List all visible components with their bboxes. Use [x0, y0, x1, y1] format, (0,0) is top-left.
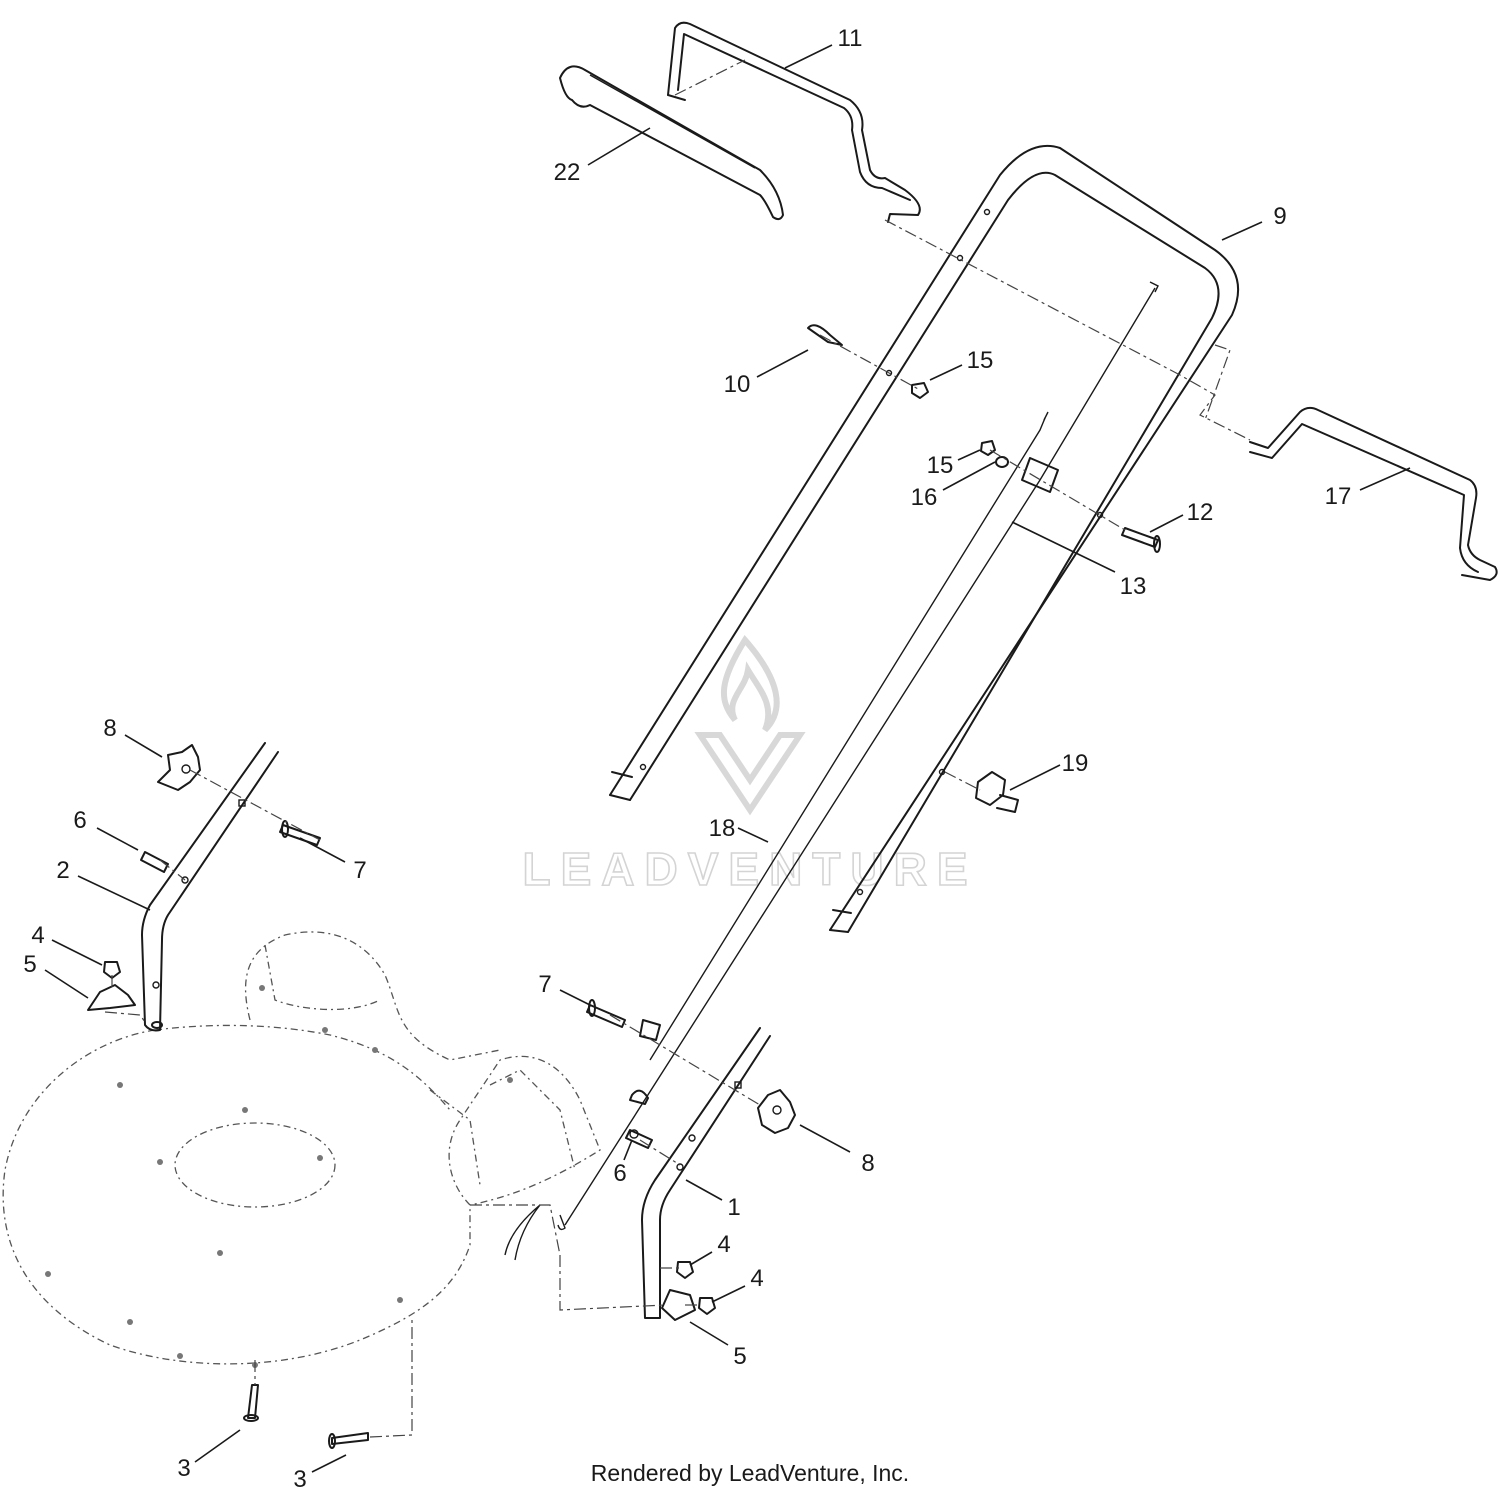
callout-6-upper: 6 — [73, 807, 86, 834]
callout-4-lower-b: 4 — [750, 1265, 763, 1292]
bolt-left — [140, 851, 169, 873]
callout-9: 9 — [1273, 203, 1286, 230]
callout-6-lower: 6 — [613, 1160, 626, 1187]
hairpin-clip — [807, 324, 843, 346]
bracket-left — [87, 984, 136, 1011]
carriage-bolt-upper — [279, 820, 321, 846]
callout-19: 19 — [1062, 750, 1089, 777]
callout-labels: 11 22 9 10 15 15 16 12 17 13 8 6 7 2 4 5… — [23, 25, 1351, 1493]
callout-7-upper: 7 — [353, 857, 366, 884]
callout-8-lower: 8 — [861, 1150, 874, 1177]
lower-handle-left — [141, 742, 279, 1032]
callout-15-lower: 15 — [927, 452, 954, 479]
lower-handle-right — [641, 1027, 771, 1319]
knob-right — [757, 1089, 796, 1134]
callout-8-upper: 8 — [103, 715, 116, 742]
nut-15-upper — [911, 382, 929, 399]
leadventure-logo-icon — [694, 634, 806, 816]
callout-leaders — [44, 44, 1411, 1473]
bracket-right — [661, 1289, 696, 1321]
callout-7-lower: 7 — [538, 971, 551, 998]
bolt-3-b — [328, 1432, 369, 1449]
mower-deck-ghost — [2, 931, 601, 1368]
callout-11: 11 — [838, 25, 863, 52]
assembly-guide-lines — [104, 59, 1251, 1438]
callout-12: 12 — [1187, 499, 1214, 526]
callout-22: 22 — [554, 159, 581, 186]
callout-13: 13 — [1120, 573, 1147, 600]
callout-18: 18 — [709, 815, 736, 842]
bail-bar — [667, 21, 921, 223]
bolt-right — [625, 1129, 653, 1149]
callout-10: 10 — [724, 371, 751, 398]
washer-16 — [995, 456, 1009, 468]
callout-1: 1 — [727, 1194, 740, 1221]
watermark-text: LEADVENTURE — [522, 843, 977, 895]
nut-15-lower — [980, 440, 996, 456]
bolt-12 — [1121, 527, 1161, 553]
callout-5-upper: 5 — [23, 951, 36, 978]
callout-2: 2 — [56, 857, 69, 884]
render-credit: Rendered by LeadVenture, Inc. — [590, 1460, 910, 1486]
callout-4-upper: 4 — [31, 922, 44, 949]
bail-grip — [559, 65, 784, 221]
cable-clip-19 — [975, 771, 1019, 813]
knob-left — [157, 744, 201, 791]
callout-4-lower-a: 4 — [717, 1231, 730, 1258]
upper-handle — [609, 144, 1240, 933]
callout-5-lower: 5 — [733, 1343, 746, 1370]
callout-16: 16 — [911, 484, 938, 511]
callout-17: 17 — [1325, 483, 1352, 510]
nut-right-a — [676, 1261, 694, 1279]
carriage-bolt-lower — [586, 999, 626, 1028]
bolt-3-a — [243, 1384, 259, 1422]
callout-3-right: 3 — [293, 1466, 306, 1493]
control-cable — [504, 281, 1159, 1261]
nut-right-b — [698, 1297, 716, 1315]
callout-3-left: 3 — [177, 1455, 190, 1482]
callout-15-upper: 15 — [967, 347, 994, 374]
nut-left — [103, 961, 121, 979]
control-bar — [1249, 406, 1498, 581]
